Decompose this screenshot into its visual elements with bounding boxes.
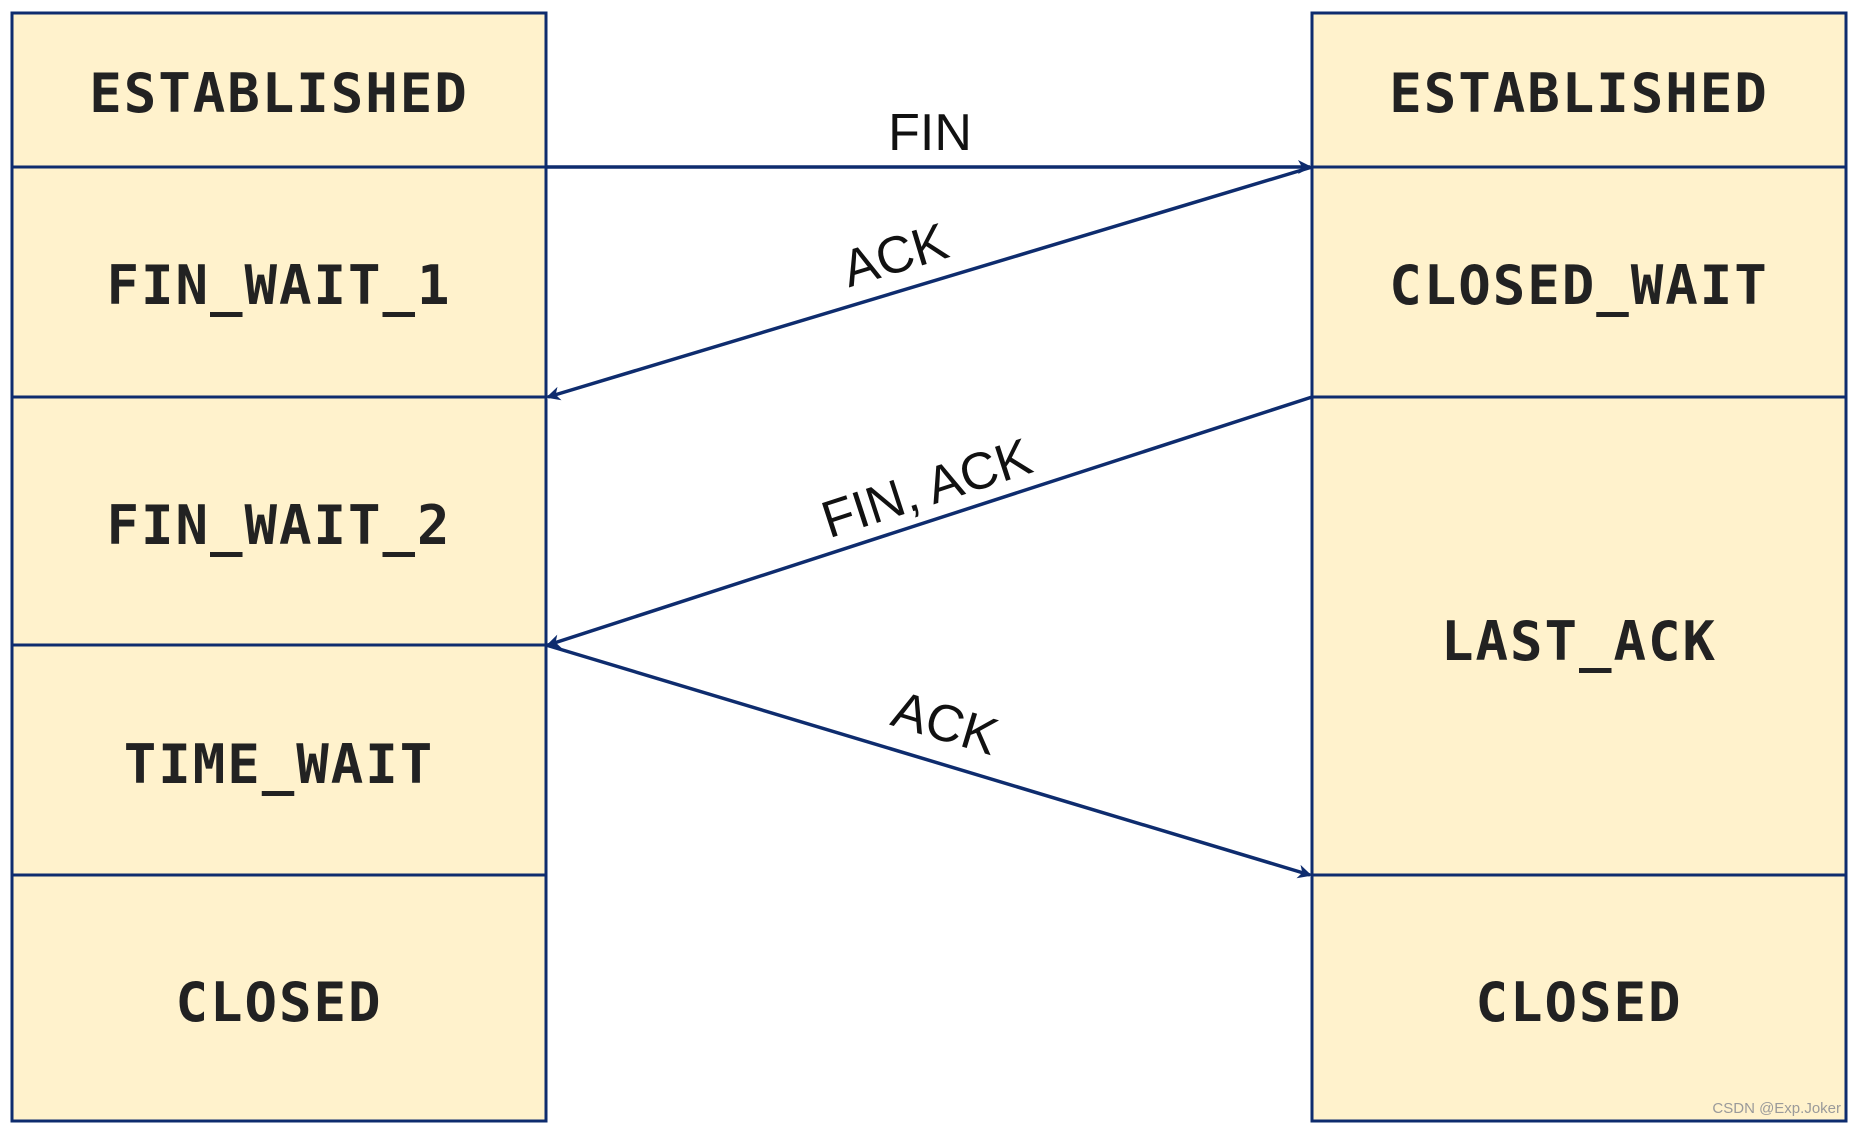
- left-state-box-established: [10, 11, 548, 169]
- right-state-closed: CLOSED: [1475, 971, 1682, 1034]
- right-state-box-last-ack: [1310, 395, 1848, 877]
- left-state-fin-wait-1: FIN_WAIT_1: [106, 254, 451, 317]
- right-state-established: ESTABLISHED: [1389, 62, 1769, 125]
- right-state-box-established: [1310, 11, 1848, 169]
- left-column: ESTABLISHED FIN_WAIT_1 FIN_WAIT_2 TIME_W…: [10, 11, 548, 1123]
- label-fin: FIN: [888, 104, 972, 162]
- label-fin-ack: FIN, ACK: [815, 428, 1039, 550]
- arrow-ack-2: [545, 643, 1312, 879]
- right-state-box-closed: [1310, 873, 1848, 1123]
- arrow-ack-1: [546, 165, 1313, 401]
- left-state-box-closed: [10, 873, 548, 1123]
- right-state-closed-wait: CLOSED_WAIT: [1389, 254, 1769, 317]
- left-state-box-time-wait: [10, 643, 548, 877]
- left-state-established: ESTABLISHED: [89, 62, 469, 125]
- message-labels: FIN ACK FIN, ACK ACK: [815, 104, 1039, 767]
- left-state-closed: CLOSED: [175, 971, 382, 1034]
- label-ack-1: ACK: [836, 212, 955, 299]
- watermark: CSDN @Exp.Joker: [1712, 1100, 1841, 1117]
- left-state-fin-wait-2: FIN_WAIT_2: [106, 494, 451, 557]
- left-state-box-fin-wait-2: [10, 395, 548, 647]
- message-arrows: [545, 160, 1313, 879]
- right-state-last-ack: LAST_ACK: [1441, 610, 1717, 673]
- left-state-box-fin-wait-1: [10, 165, 548, 399]
- arrow-fin-ack: [546, 395, 1313, 648]
- left-state-time-wait: TIME_WAIT: [124, 733, 435, 796]
- right-column: ESTABLISHED CLOSED_WAIT LAST_ACK CLOSED: [1310, 11, 1848, 1123]
